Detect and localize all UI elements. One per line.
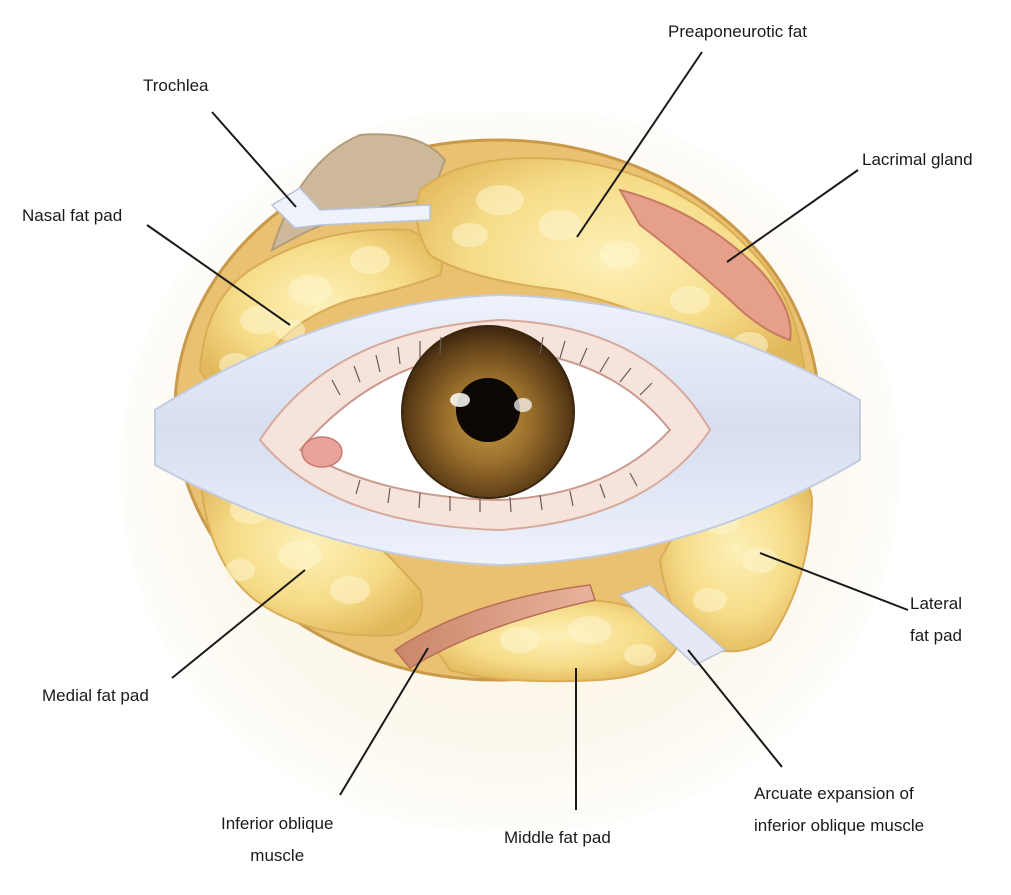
leader-preaponeurotic-fat	[576, 51, 703, 238]
label-inferior-oblique-line1: Inferior oblique	[221, 814, 334, 833]
leader-lateral-fat-pad	[759, 552, 909, 611]
pupil	[456, 378, 520, 442]
leader-lacrimal-gland	[726, 169, 859, 263]
eyelashes	[331, 336, 653, 513]
highlight	[450, 393, 470, 407]
label-inferior-oblique-line2: muscle	[250, 846, 305, 865]
leader-inferior-oblique	[339, 647, 429, 796]
inferior-oblique-muscle	[393, 584, 596, 669]
label-lateral-fat-pad: Lateral fat pad	[910, 588, 962, 652]
label-inferior-oblique-muscle: Inferior oblique muscle	[221, 808, 333, 872]
label-nasal-fat-pad: Nasal fat pad	[22, 206, 123, 225]
label-lateral-fat-pad-line2: fat pad	[910, 626, 962, 645]
leader-medial-fat-pad	[171, 569, 306, 679]
trochlea-structure	[270, 187, 431, 229]
leader-nasal-fat-pad	[146, 224, 291, 326]
leader-trochlea	[211, 111, 297, 208]
label-medial-fat-pad: Medial fat pad	[42, 686, 149, 705]
highlight	[514, 398, 532, 412]
lacrimal-gland	[617, 188, 792, 342]
label-arcuate-expansion: Arcuate expansion of inferior oblique mu…	[754, 778, 924, 842]
label-arcuate-expansion-line2: inferior oblique muscle	[754, 816, 925, 835]
label-trochlea: Trochlea	[143, 76, 209, 95]
label-lacrimal-gland: Lacrimal gland	[862, 150, 973, 169]
label-arcuate-expansion-line1: Arcuate expansion of	[754, 784, 914, 803]
label-middle-fat-pad: Middle fat pad	[504, 828, 611, 847]
label-lateral-fat-pad-line1: Lateral	[910, 594, 962, 613]
caruncle	[301, 436, 343, 468]
leader-lines	[146, 51, 909, 810]
label-preaponeurotic-fat: Preaponeurotic fat	[668, 22, 807, 41]
arcuate-expansion	[618, 584, 727, 666]
leader-arcuate-expansion	[687, 649, 783, 768]
